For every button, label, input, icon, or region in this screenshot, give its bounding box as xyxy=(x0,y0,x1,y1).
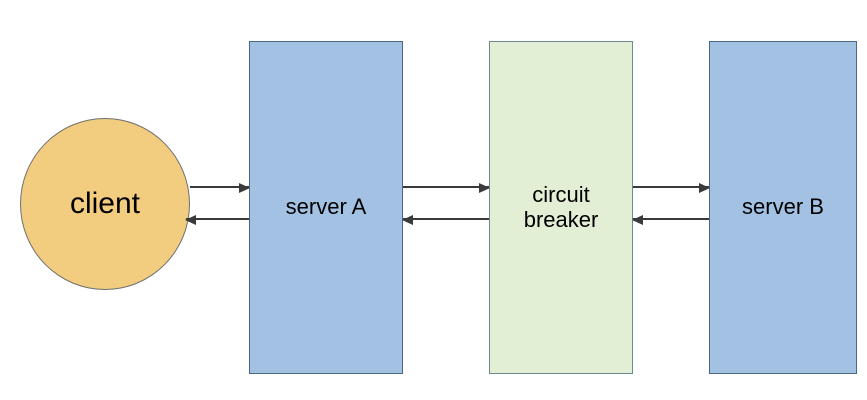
node-client[interactable]: client xyxy=(20,118,190,290)
connector-client-to-server-a xyxy=(190,183,250,193)
arrowhead-left-icon xyxy=(402,215,413,225)
connector-server-a-to-circuit-breaker xyxy=(403,183,490,193)
node-server-b-label: server B xyxy=(742,194,824,220)
arrowhead-left-icon xyxy=(632,215,643,225)
arrowhead-left-icon xyxy=(185,215,196,225)
connector-server-a-to-client xyxy=(185,215,249,225)
arrowhead-right-icon xyxy=(479,183,490,193)
node-server-a-label: server A xyxy=(285,194,367,220)
node-circuit-breaker[interactable]: circuit breaker xyxy=(489,41,633,374)
connector-server-b-to-circuit-breaker xyxy=(632,215,709,225)
connector-circuit-breaker-to-server-a xyxy=(402,215,489,225)
connector-circuit-breaker-to-server-b xyxy=(633,183,710,193)
arrowhead-right-icon xyxy=(699,183,710,193)
arrowhead-right-icon xyxy=(239,183,250,193)
node-server-a[interactable]: server A xyxy=(249,41,403,374)
node-client-label: client xyxy=(69,187,141,221)
node-server-b[interactable]: server B xyxy=(709,41,857,374)
node-circuit-breaker-label: circuit breaker xyxy=(523,181,599,232)
